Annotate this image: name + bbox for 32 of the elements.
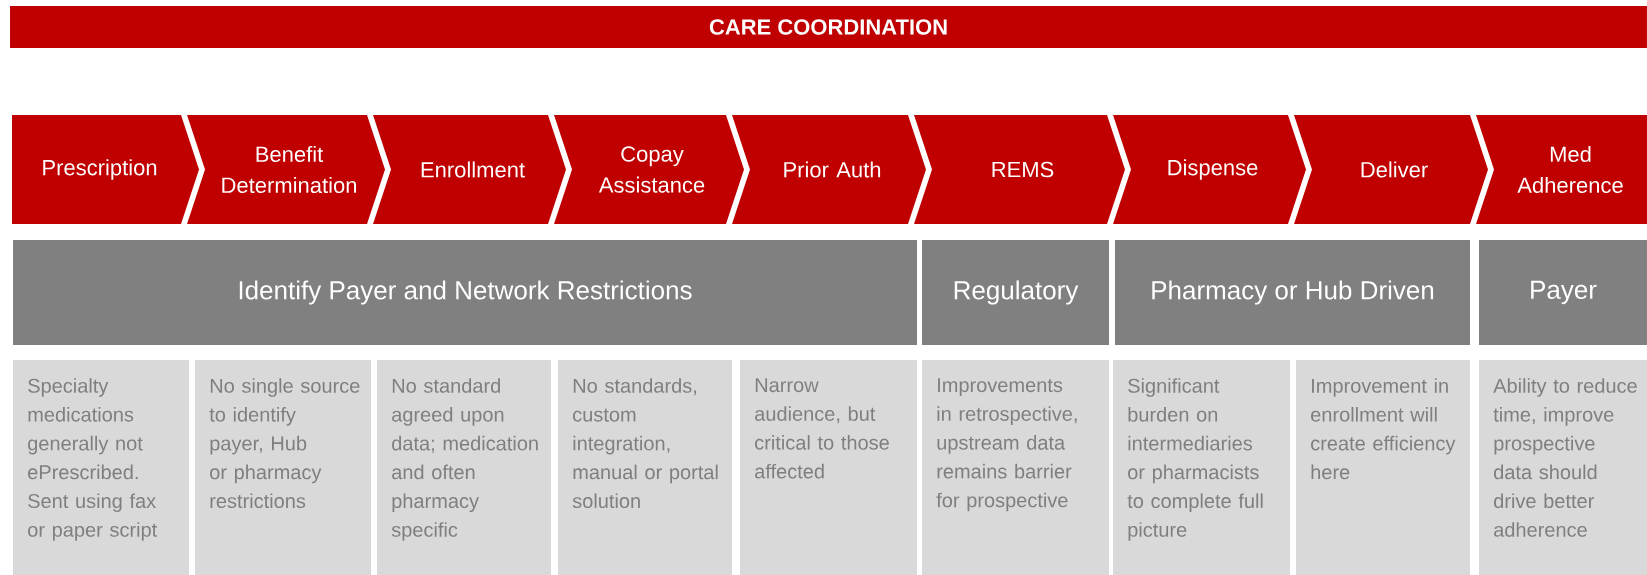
process-step: Dispense — [1113, 115, 1306, 224]
process-step: Benefit Determination — [187, 115, 385, 224]
node-label: Dispense — [1168, 159, 1258, 180]
category-band: Pharmacy or Hub Driven — [1115, 240, 1470, 345]
process-step: Enrollment — [373, 115, 566, 224]
process-step: REMS — [914, 115, 1125, 224]
text-box: Significant burden on intermediaries or pharmacists to complete full picture — [1113, 360, 1290, 575]
category-band: Payer — [1479, 240, 1647, 345]
process-step: Prescription — [12, 115, 199, 224]
text-box: Improvement in enrollment will create efficiency here — [1296, 360, 1470, 575]
text-box: No single source to identify payer, Hub or pharmacy restrictions — [195, 360, 371, 575]
title-bar: CARE COORDINATION — [10, 6, 1647, 48]
node-label: Copay Assistance — [598, 146, 705, 193]
node-label: Prior Auth — [784, 161, 881, 178]
node-label: REMS — [992, 161, 1054, 178]
text-box: Specialty medications generally not ePrescribed. Sent using fax or paper script — [13, 360, 189, 575]
text-box: Improvements in retrospective, upstream data remains barrier for prospective — [922, 360, 1109, 575]
process-step: Prior Auth — [732, 115, 926, 224]
text-box: Narrow audience, but critical to those affected — [740, 360, 917, 575]
process-step: Deliver — [1294, 115, 1488, 224]
category-band: Identify Payer and Network Restrictions — [13, 240, 917, 345]
text-box: No standard agreed upon data; medication and often pharmacy specific — [377, 360, 551, 575]
node-label: Benefit Determination — [222, 145, 357, 194]
category-band: Regulatory — [922, 240, 1109, 345]
node-label: Med Adherence — [1517, 145, 1623, 194]
text-box: Ability to reduce time, improve prospective data should drive better adherence — [1479, 360, 1647, 575]
text-box: No standards, custom integration, manual or portal solution — [558, 360, 732, 575]
process-step: Copay Assistance — [554, 115, 744, 224]
process-step: Med Adherence — [1476, 115, 1647, 224]
node-label: Deliver — [1361, 161, 1428, 178]
node-label: Enrollment — [421, 161, 525, 178]
node-label: Prescription — [43, 159, 157, 180]
